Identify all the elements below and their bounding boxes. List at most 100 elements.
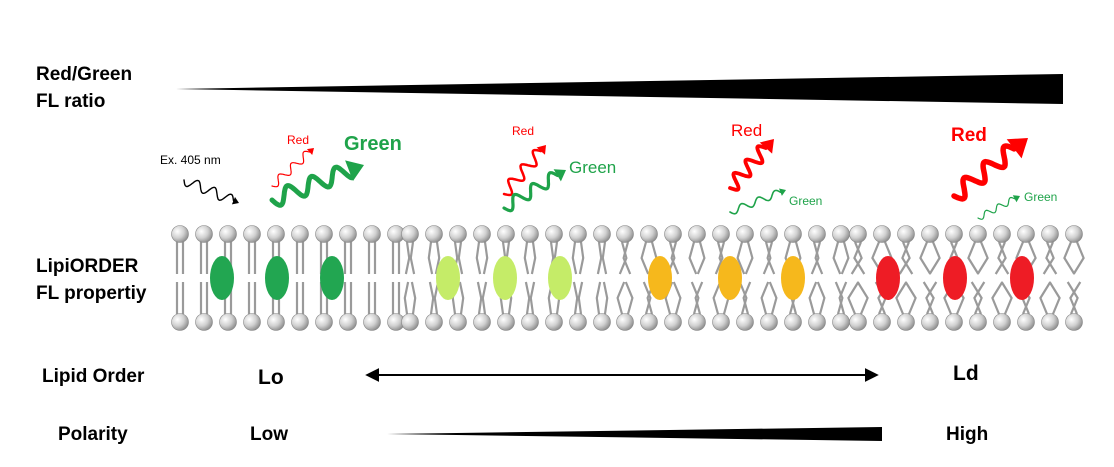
lipid-order-low: Lo	[258, 366, 284, 389]
lipid-head	[291, 313, 309, 331]
lipid-head	[219, 225, 237, 243]
bilayer-2	[401, 225, 611, 331]
probe-molecule	[648, 256, 672, 300]
ratio-label-line1: Red/Green	[36, 64, 133, 85]
lipid-tails	[391, 242, 401, 314]
lipid-head	[945, 313, 963, 331]
lipid-head	[521, 225, 539, 243]
lipid-tails	[247, 242, 257, 314]
probe-molecule	[876, 256, 900, 300]
lipid-head	[736, 225, 754, 243]
lipid-tails	[427, 241, 441, 315]
probe-molecule	[1010, 256, 1034, 300]
probe-molecule	[548, 256, 572, 300]
lipid-tails	[175, 242, 185, 314]
lipid-head	[969, 313, 987, 331]
lipid-head	[873, 225, 891, 243]
lipid-head	[363, 313, 381, 331]
panel4-red-label: Red	[951, 125, 987, 146]
lipid-head	[195, 313, 213, 331]
lipid-head	[808, 313, 826, 331]
lipid-tails	[523, 241, 537, 315]
lipid-head	[784, 313, 802, 331]
lipid-tails	[1063, 241, 1085, 315]
lipid-head	[449, 313, 467, 331]
panel3-green-wave	[729, 188, 786, 215]
lipid-head	[993, 313, 1011, 331]
lipid-head	[993, 225, 1011, 243]
lipid-tails	[832, 241, 850, 315]
lipid-head	[243, 313, 261, 331]
lipid-head	[784, 225, 802, 243]
lipid-head	[1017, 313, 1035, 331]
excitation-wave	[183, 179, 239, 205]
lipid-tails	[847, 241, 869, 315]
lipid-head	[873, 313, 891, 331]
panel1-red-label: Red	[287, 133, 310, 147]
lipid-head	[171, 313, 189, 331]
lipid-head	[849, 313, 867, 331]
lipid-bilayers	[171, 225, 1085, 331]
lipid-head	[921, 313, 939, 331]
lipid-head	[497, 313, 515, 331]
lipid-head	[473, 225, 491, 243]
bilayer-1	[171, 225, 405, 331]
lipid-head	[688, 225, 706, 243]
lipid-head	[593, 225, 611, 243]
lipid-tails	[403, 241, 417, 315]
lipid-head	[425, 313, 443, 331]
panel1-green-wave	[269, 160, 364, 208]
ratio-label-line2: FL ratio	[36, 91, 106, 112]
lipid-head	[1017, 225, 1035, 243]
lipid-head	[291, 225, 309, 243]
lipid-head	[664, 313, 682, 331]
lipid-head	[545, 313, 563, 331]
lipid-tails	[919, 241, 941, 315]
polarity-low: Low	[250, 424, 288, 445]
lipid-tails	[991, 241, 1013, 315]
lipid-head	[969, 225, 987, 243]
probe-label-line2: FL propertiy	[36, 283, 147, 304]
probe-molecule	[781, 256, 805, 300]
lipid-head	[401, 225, 419, 243]
lipid-head	[569, 313, 587, 331]
lipid-order-high: Ld	[953, 362, 979, 385]
lipid-head	[243, 225, 261, 243]
lipid-tails	[199, 242, 209, 314]
lipid-tails	[895, 241, 917, 315]
emission-waves	[183, 138, 1028, 220]
lipid-head	[593, 313, 611, 331]
lipid-head	[497, 225, 515, 243]
lipid-head	[945, 225, 963, 243]
lipid-tails	[736, 241, 754, 315]
lipid-tails	[475, 241, 489, 315]
lipid-head	[1065, 225, 1083, 243]
lipid-tails	[967, 241, 989, 315]
polarity-high: High	[946, 424, 989, 445]
bilayer-4	[847, 225, 1085, 331]
lipid-head	[640, 225, 658, 243]
lipid-tails	[571, 241, 585, 315]
lipid-head	[808, 225, 826, 243]
lipid-head	[219, 313, 237, 331]
lipid-head	[363, 225, 381, 243]
lipid-head	[897, 313, 915, 331]
lipid-head	[712, 313, 730, 331]
panel1-red-wave	[271, 148, 314, 188]
panel2-red-wave	[502, 145, 546, 197]
probe-molecule	[436, 256, 460, 300]
lipid-head	[569, 225, 587, 243]
lipid-tails	[688, 241, 706, 315]
lipid-head	[832, 313, 850, 331]
lipid-head	[760, 225, 778, 243]
lipid-head	[315, 225, 333, 243]
lipid-head	[921, 225, 939, 243]
lipid-head	[449, 225, 467, 243]
lipid-tails	[343, 242, 353, 314]
probe-label-line1: LipiORDER	[36, 256, 139, 277]
lipid-head	[616, 313, 634, 331]
lipid-head	[616, 225, 634, 243]
panel3-red-wave	[728, 139, 774, 192]
lipid-head	[521, 313, 539, 331]
panel1-green-label: Green	[344, 133, 402, 155]
